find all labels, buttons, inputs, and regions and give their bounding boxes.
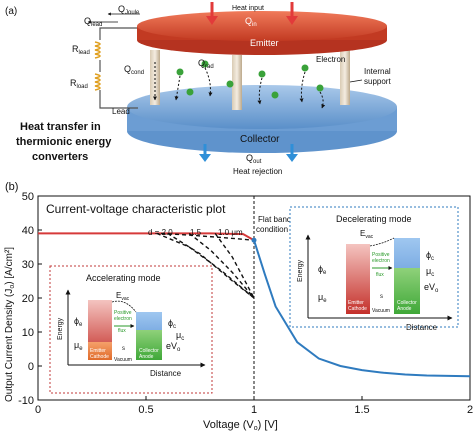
emitter-plate: [137, 11, 387, 55]
x-tick-label: 1.5: [354, 404, 369, 416]
y-tick-label: 20: [22, 293, 34, 305]
electron-paths: [174, 67, 326, 109]
decel-ev-o: eVo: [424, 282, 439, 294]
decel-mu-e: μe: [318, 292, 327, 304]
decel-phi-c: ϕc: [426, 250, 434, 262]
flat-band-point: [251, 237, 257, 243]
electron-label: Electron: [316, 55, 345, 64]
accel-mu-c: μc: [176, 330, 184, 342]
q-lead-label: Qlead: [84, 16, 102, 28]
caption-line-2: thermionic energy: [16, 136, 112, 148]
panel-a-caption: Heat transfer in thermionic energy convert…: [16, 121, 112, 163]
accelerating-inset: Accelerating mode Energy Distance Evac ϕ…: [49, 265, 213, 394]
lead-label: Lead: [112, 107, 130, 116]
y-tick-label: 50: [22, 191, 34, 203]
q-cond-label: Qcond: [124, 64, 144, 76]
d-label: d = 2.0: [148, 228, 173, 237]
collector-label: Collector: [240, 134, 280, 145]
accel-phi-e: ϕe: [74, 316, 83, 328]
heat-input-label: Heat input: [232, 5, 264, 12]
heat-rejection-label: Heat rejection: [233, 167, 282, 176]
r-lead-label: Rlead: [72, 44, 90, 56]
accel-vacuum: Vacuum: [114, 357, 132, 363]
r-load-coil: [94, 73, 101, 91]
r-load-label: Rload: [70, 78, 88, 90]
caption-line-3: converters: [32, 151, 88, 163]
y-tick-label: 40: [22, 225, 34, 237]
x-axis-label: Voltage (Vo) [V]: [203, 419, 278, 431]
series-line-4: [167, 232, 255, 299]
y-tick-label: 0: [28, 361, 34, 373]
accel-ev-o: eVo: [166, 341, 181, 353]
internal-support-posts: [150, 50, 350, 110]
series-line-6: [214, 232, 255, 299]
x-tick-label: 0.5: [138, 404, 153, 416]
q-joule-label: QJoule: [118, 4, 140, 16]
collector-plate: [127, 85, 397, 153]
electrons: [176, 60, 324, 99]
panel-b-label: (b): [5, 181, 18, 193]
decel-energy-label: Energy: [297, 259, 304, 282]
decelerating-inset: Decelerating mode Energy Distance Evac ϕ…: [289, 206, 459, 332]
series-line-3: [156, 232, 255, 299]
accel-energy-label: Energy: [57, 317, 64, 340]
y-tick-label: 10: [22, 327, 34, 339]
accel-title: Accelerating mode: [86, 273, 161, 283]
accel-evac: Evac: [116, 291, 130, 302]
flat-band-line-1: Flat band: [258, 215, 291, 224]
decel-distance-label: Distance: [406, 323, 438, 332]
d-value-1-5: 1.5: [190, 228, 202, 237]
decel-phi-e: ϕe: [318, 264, 327, 276]
y-tick-label: 30: [22, 259, 34, 271]
decel-vacuum: Vacuum: [372, 308, 390, 314]
series-line-5: [188, 232, 255, 299]
decel-mu-c: μc: [426, 266, 434, 278]
accel-distance-label: Distance: [150, 369, 182, 378]
emitter-label: Emitter: [250, 38, 279, 48]
accel-mu-e: μe: [74, 340, 83, 352]
d-value-1-0: 1.0 μm: [218, 228, 243, 237]
q-rad-label: Qrad: [198, 58, 214, 70]
flat-band-line-2: condition: [256, 225, 288, 234]
decel-evac: Evac: [360, 229, 374, 240]
decel-s: s: [380, 294, 383, 300]
q-out-label: Qout: [246, 153, 262, 165]
heat-rejection-arrows: [199, 144, 298, 162]
series-line-1: [253, 239, 471, 378]
y-axis-label: Output Current Density (Jo) [A/cm²]: [4, 247, 16, 402]
y-tick-label: -10: [18, 395, 34, 407]
panel-a-label: (a): [5, 6, 17, 17]
caption-line-1: Heat transfer in: [20, 121, 101, 133]
internal-support-line-1: Internal: [364, 67, 391, 76]
series-line-2: [161, 232, 255, 241]
heat-input-arrows: [206, 2, 298, 25]
x-tick-label: 0: [35, 404, 41, 416]
plot-title: Current-voltage characteristic plot: [46, 202, 226, 216]
q-in-label: Qin: [245, 16, 257, 28]
accel-s: s: [122, 346, 125, 352]
accel-phi-c: ϕc: [168, 318, 176, 330]
r-lead-coil: [94, 41, 101, 59]
internal-support-line-2: support: [364, 77, 391, 86]
internal-support-pointer: [349, 79, 363, 83]
x-tick-label: 2: [467, 404, 473, 416]
circuit-wires: [99, 27, 138, 109]
series-layer: [38, 232, 471, 378]
x-tick-label: 1: [251, 404, 257, 416]
decel-title: Decelerating mode: [336, 214, 412, 224]
